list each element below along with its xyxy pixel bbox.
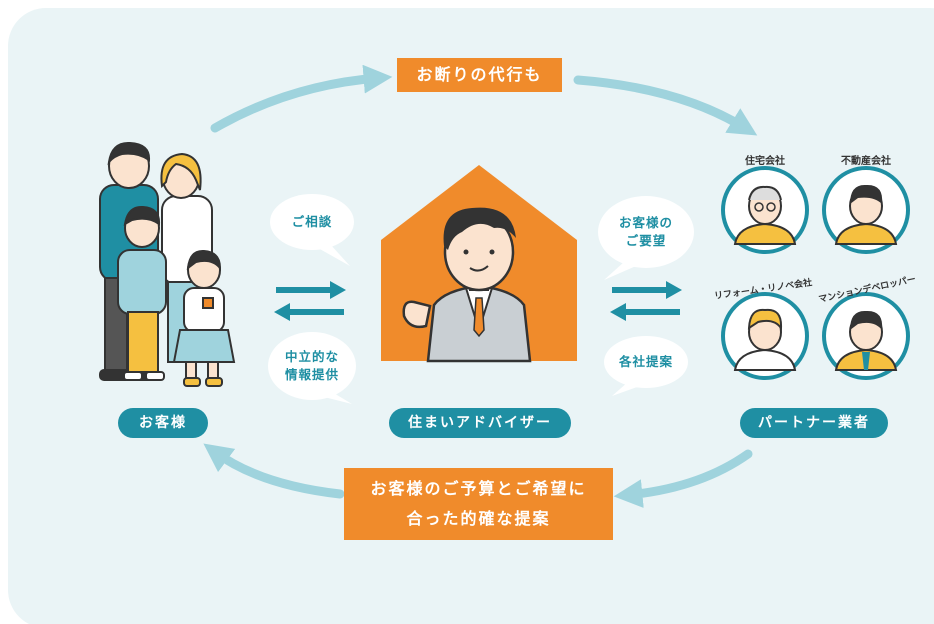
advisor-label: 住まいアドバイザー (389, 408, 571, 438)
bottom-label-line-2: 合った的確な提案 (406, 509, 551, 528)
family-illustration (99, 141, 236, 387)
bottom-label-box: お客様のご予算とご希望に 合った的確な提案 (344, 468, 613, 540)
bubble-customer-request-line-1: お客様の (618, 215, 673, 230)
speech-bubbles (268, 194, 694, 404)
top-label-box: お断りの代行も (397, 58, 562, 92)
cycle-arrow-bottom-right (613, 449, 753, 508)
exchange-arrows-left (274, 281, 346, 321)
partner-label: パートナー業者 (740, 408, 888, 438)
partner-circle-house-company (721, 166, 809, 254)
partner-circle-real-estate (822, 166, 910, 254)
top-label: お断りの代行も (416, 65, 543, 84)
bubble-neutral-info: 中立的な 情報提供 (270, 348, 354, 384)
bubble-customer-request: お客様の ご要望 (602, 214, 690, 250)
advisor-house (381, 165, 577, 363)
partner-label-real-estate: 不動産会社 (841, 156, 891, 167)
bottom-label-line-1: お客様のご予算とご希望に (370, 479, 587, 498)
partner-circle-renovation (721, 292, 809, 380)
customer-label: お客様 (118, 408, 208, 438)
bubble-neutral-info-line-1: 中立的な (284, 349, 339, 364)
cycle-arrow-bottom-left (203, 443, 345, 499)
partner-circle-condo-developer (822, 292, 910, 380)
bubble-proposals: 各社提案 (618, 354, 673, 369)
bubble-consult: ご相談 (291, 214, 333, 229)
cycle-arrow-top-left (210, 64, 393, 133)
exchange-arrows-right (610, 281, 682, 321)
cycle-arrow-top-right (573, 75, 758, 136)
bubble-neutral-info-line-2: 情報提供 (284, 367, 339, 382)
bubble-customer-request-line-2: ご要望 (625, 233, 667, 248)
partner-label-house-company: 住宅会社 (745, 156, 785, 167)
